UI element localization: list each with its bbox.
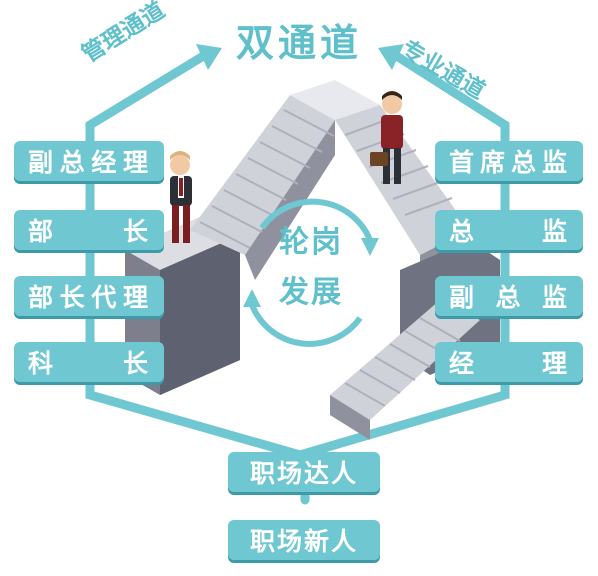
management-level-deputy-general-manager: 副总经理 bbox=[14, 141, 164, 181]
professional-level-director: 总监 bbox=[435, 210, 583, 250]
rotation-circle bbox=[249, 198, 373, 347]
professional-level-manager: 经理 bbox=[435, 342, 583, 382]
person-left-icon bbox=[170, 151, 192, 243]
career-newcomer-box: 职场新人 bbox=[228, 520, 380, 560]
rotation-label: 轮岗 发展 bbox=[258, 218, 364, 318]
right-arrow-head bbox=[378, 44, 404, 70]
top-landing bbox=[290, 80, 380, 120]
rotation-arrow-left bbox=[243, 289, 261, 307]
career-expert-box: 职场达人 bbox=[228, 452, 380, 492]
management-level-acting-department-head: 部长代理 bbox=[14, 276, 164, 316]
left-stair-flight bbox=[190, 95, 335, 255]
management-level-department-head: 部长 bbox=[14, 210, 164, 250]
management-level-section-chief: 科长 bbox=[14, 342, 164, 382]
rotation-arrow-right bbox=[361, 238, 379, 256]
rotation-label-line2: 发展 bbox=[279, 275, 343, 310]
professional-level-chief-director: 首席总监 bbox=[435, 141, 583, 181]
professional-level-deputy-director: 副总监 bbox=[435, 276, 583, 316]
person-right-icon bbox=[370, 91, 403, 184]
diagram-title: 双通道 bbox=[235, 21, 362, 65]
left-arrow-head bbox=[196, 44, 222, 70]
right-frame-line bbox=[295, 50, 510, 460]
rotation-label-line1: 轮岗 bbox=[279, 225, 343, 260]
left-frame-line bbox=[85, 50, 305, 460]
